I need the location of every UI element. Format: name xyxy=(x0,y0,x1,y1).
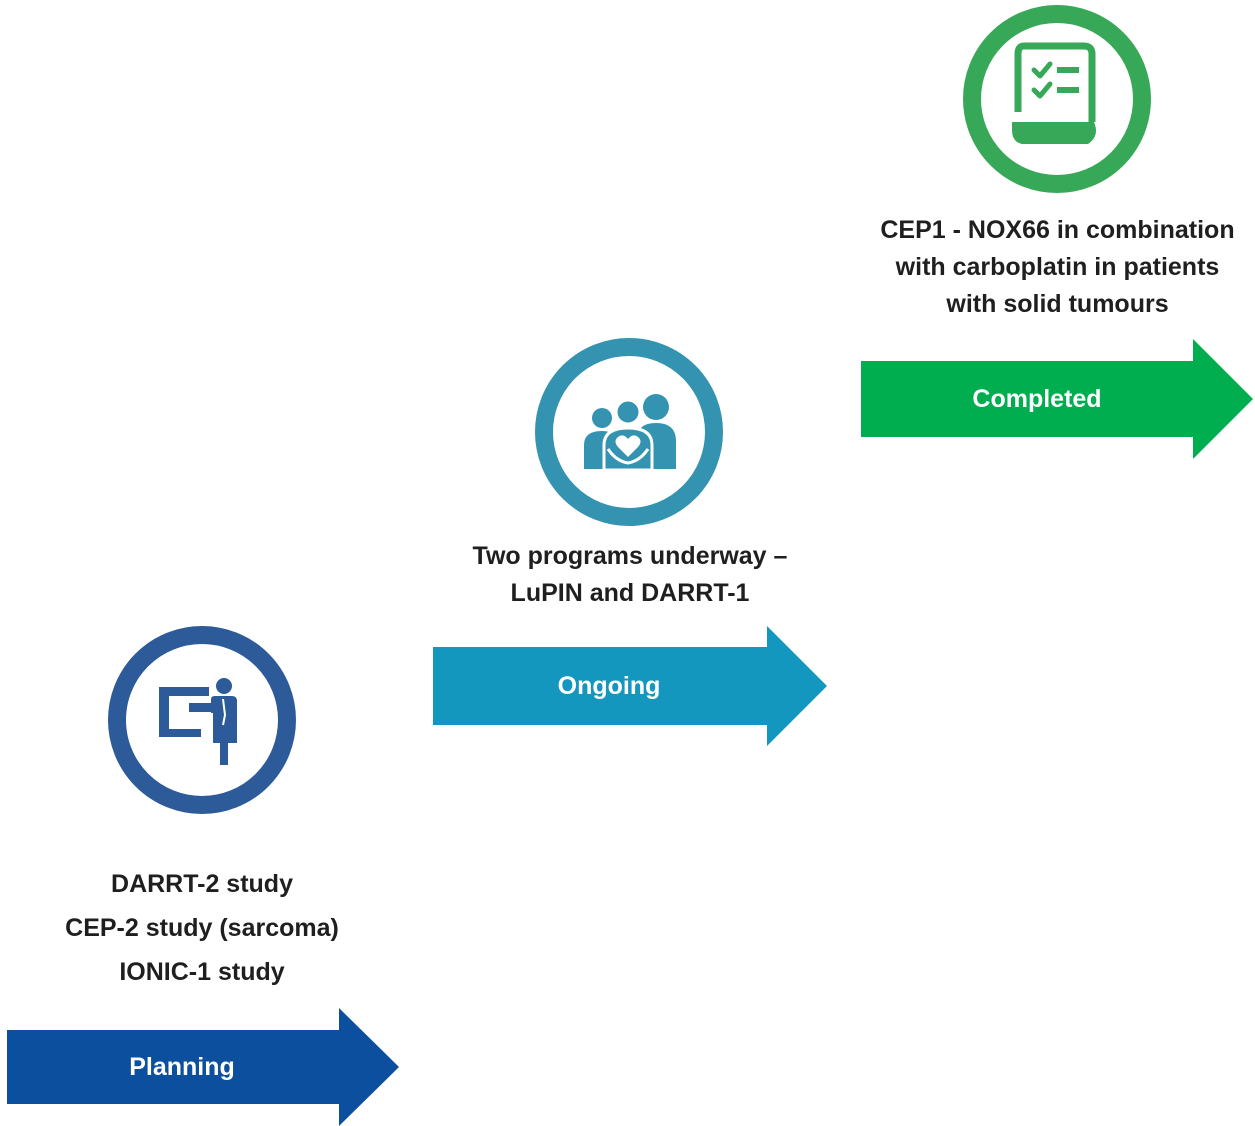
ongoing-ring xyxy=(534,337,724,527)
planning-line-2: CEP-2 study (sarcoma) xyxy=(65,914,339,942)
planning-arrow-shape xyxy=(7,1008,399,1126)
planning-ring xyxy=(107,625,297,815)
completed-line-1: CEP1 - NOX66 in combination xyxy=(880,216,1235,244)
planning-caption: DARRT-2 study CEP-2 study (sarcoma) IONI… xyxy=(22,862,382,994)
family-heart-icon xyxy=(535,338,723,526)
completed-line-3: with solid tumours xyxy=(946,290,1169,318)
ongoing-line-1: Two programs underway – xyxy=(472,542,788,570)
completed-arrow: Completed xyxy=(861,339,1253,459)
completed-arrow-shape xyxy=(861,339,1253,459)
checklist-document-icon xyxy=(963,5,1151,193)
ongoing-arrow-shape xyxy=(433,626,827,746)
planning-line-3: IONIC-1 study xyxy=(119,958,285,986)
planning-line-1: DARRT-2 study xyxy=(111,870,293,898)
presenter-board-icon xyxy=(108,626,296,814)
planning-label: Planning xyxy=(129,1052,235,1081)
ongoing-label: Ongoing xyxy=(557,671,661,700)
ongoing-line-2: LuPIN and DARRT-1 xyxy=(510,579,750,607)
completed-caption: CEP1 - NOX66 in combination with carbopl… xyxy=(855,212,1255,323)
planning-arrow: Planning xyxy=(7,1008,399,1126)
ongoing-caption: Two programs underway – LuPIN and DARRT-… xyxy=(430,538,830,612)
completed-label: Completed xyxy=(972,384,1102,413)
ongoing-arrow: Ongoing xyxy=(433,626,827,746)
completed-ring xyxy=(962,4,1152,194)
completed-line-2: with carboplatin in patients xyxy=(895,253,1220,281)
